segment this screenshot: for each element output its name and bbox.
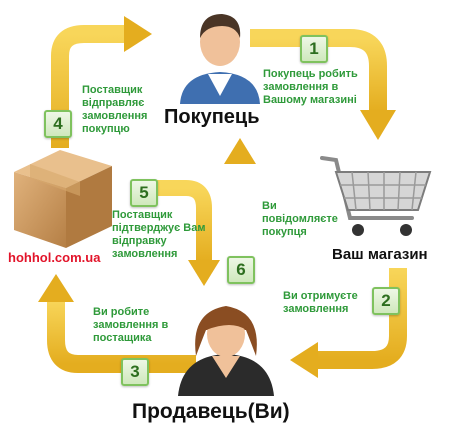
- step-1-text: Покупець робить замовлення в Вашому мага…: [263, 68, 358, 106]
- arrow-step-4: [51, 16, 152, 148]
- step-6-text: Ви повідомляєте покупця: [262, 200, 338, 238]
- arrow-step-3: [38, 274, 196, 373]
- step-3-badge: 3: [121, 358, 149, 386]
- step-4-badge: 4: [44, 110, 72, 138]
- step-2-badge: 2: [372, 287, 400, 315]
- step-6-badge: 6: [227, 256, 255, 284]
- supplier-site-label: hohhol.com.ua: [8, 250, 101, 265]
- arrow-step-1: [250, 29, 396, 140]
- cardboard-box-icon: [14, 150, 112, 248]
- buyer-person-icon: [180, 14, 260, 104]
- arrow-step-5: [148, 180, 220, 286]
- step-4-text: Поставщик відправляє замовлення покупцю: [82, 84, 148, 135]
- step-3-text: Ви робите замовлення в постащика: [93, 306, 169, 344]
- seller-title: Продавець(Ви): [132, 400, 290, 423]
- arrow-step-2: [290, 268, 407, 378]
- step-5-text: Поставщик підтверджує Вам відправку замо…: [112, 209, 206, 260]
- step-2-text: Ви отримуєте замовлення: [283, 290, 358, 315]
- step-1-badge: 1: [300, 35, 328, 63]
- seller-person-icon: [178, 306, 274, 396]
- shop-title: Ваш магазин: [332, 246, 428, 263]
- buyer-title: Покупець: [164, 106, 260, 128]
- shopping-cart-icon: [320, 156, 432, 236]
- step-5-badge: 5: [130, 179, 158, 207]
